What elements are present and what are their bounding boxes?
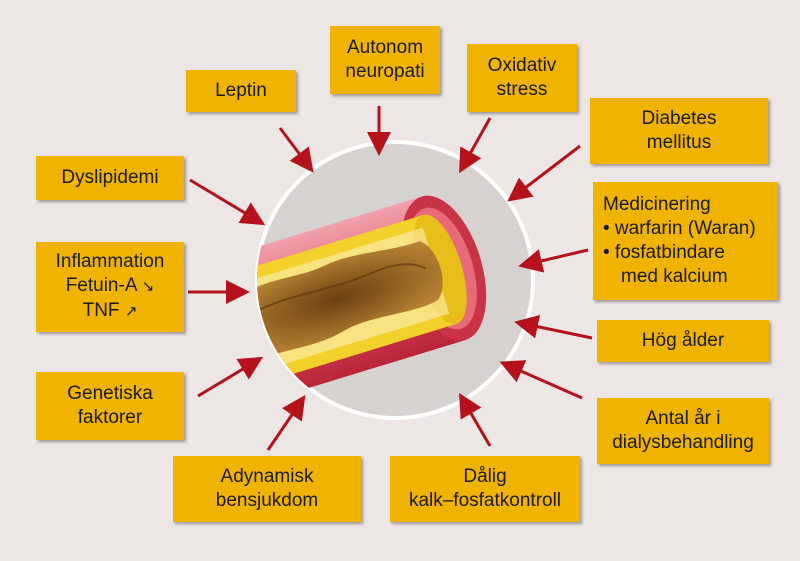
factor-leptin: Leptin — [186, 70, 296, 112]
factor-adynamisk: Adynamisk bensjukdom — [173, 456, 361, 522]
factor-inflammation-line-3: TNF ↗ — [83, 299, 138, 324]
arrow-medicinering — [518, 248, 589, 273]
factor-dalig: Dålig kalk–fosfatkontroll — [390, 456, 580, 522]
factor-medicinering: Medicinering • warfarin (Waran) • fosfat… — [593, 182, 778, 300]
factor-antal-ar-line-1: Antal år i — [645, 408, 721, 429]
arrow-dalig — [458, 392, 492, 447]
factor-adynamisk-line-2: bensjukdom — [215, 490, 319, 511]
arrow-antal-ar — [499, 360, 583, 400]
arrow-leptin — [278, 127, 314, 173]
factor-autonom-line-1: Autonom — [346, 37, 424, 58]
calcification-texture — [257, 263, 427, 314]
factor-oxidativ-line-2: stress — [496, 79, 548, 100]
factor-adynamisk-line-1: Adynamisk — [220, 466, 314, 487]
factor-genetiska-line-2: faktorer — [77, 407, 143, 428]
factor-inflammation-line-1: Inflammation — [55, 251, 165, 272]
factor-dalig-line-1: Dålig — [463, 466, 507, 487]
factor-autonom: Autonom neuropati — [330, 26, 440, 94]
arrow-adynamisk — [266, 395, 306, 451]
factor-medicinering-line-2: • warfarin (Waran) — [603, 218, 756, 239]
fetuin-label: Fetuin-A — [65, 275, 137, 296]
tnf-label: TNF — [82, 300, 120, 321]
calcification — [257, 241, 443, 363]
factor-antal-ar: Antal år i dialysbehandling — [597, 398, 769, 464]
factor-dalig-line-2: kalk–fosfatkontroll — [408, 490, 562, 511]
factor-medicinering-line-1: Medicinering — [603, 194, 711, 215]
factor-leptin-line-1: Leptin — [215, 80, 267, 101]
factor-inflammation: Inflammation Fetuin-A ↘ TNF ↗ — [36, 242, 184, 332]
factor-genetiska-line-1: Genetiska — [67, 383, 153, 404]
factor-antal-ar-line-2: dialysbehandling — [612, 432, 754, 453]
factor-oxidativ-line-1: Oxidativ — [487, 55, 557, 76]
factor-diabetes-line-2: mellitus — [646, 132, 712, 153]
factor-autonom-line-2: neuropati — [345, 61, 425, 82]
decrease-arrow-icon: ↘ — [141, 278, 155, 295]
arrow-diabetes — [507, 144, 581, 202]
factor-hog-alder-line-1: Hög ålder — [641, 330, 725, 351]
arrow-oxidativ — [459, 117, 492, 174]
factor-inflammation-line-2: Fetuin-A ↘ — [66, 274, 155, 299]
arrow-hog-alder — [514, 314, 593, 340]
factor-dyslipidemi: Dyslipidemi — [36, 156, 184, 200]
arrows — [188, 106, 593, 451]
factor-diabetes-line-1: Diabetes — [641, 108, 717, 129]
factor-hog-alder: Hög ålder — [597, 320, 769, 362]
factor-medicinering-line-3: • fosfatbindare — [603, 242, 725, 263]
arrow-dyslipidemi — [189, 178, 266, 226]
factor-oxidativ: Oxidativ stress — [467, 44, 577, 112]
factor-medicinering-line-4: med kalcium — [621, 266, 728, 287]
factor-genetiska: Genetiska faktorer — [36, 372, 184, 440]
increase-arrow-icon: ↗ — [124, 303, 138, 320]
factor-dyslipidemi-line-1: Dyslipidemi — [61, 167, 159, 188]
arrow-genetiska — [197, 356, 264, 398]
factor-diabetes: Diabetes mellitus — [590, 98, 768, 164]
